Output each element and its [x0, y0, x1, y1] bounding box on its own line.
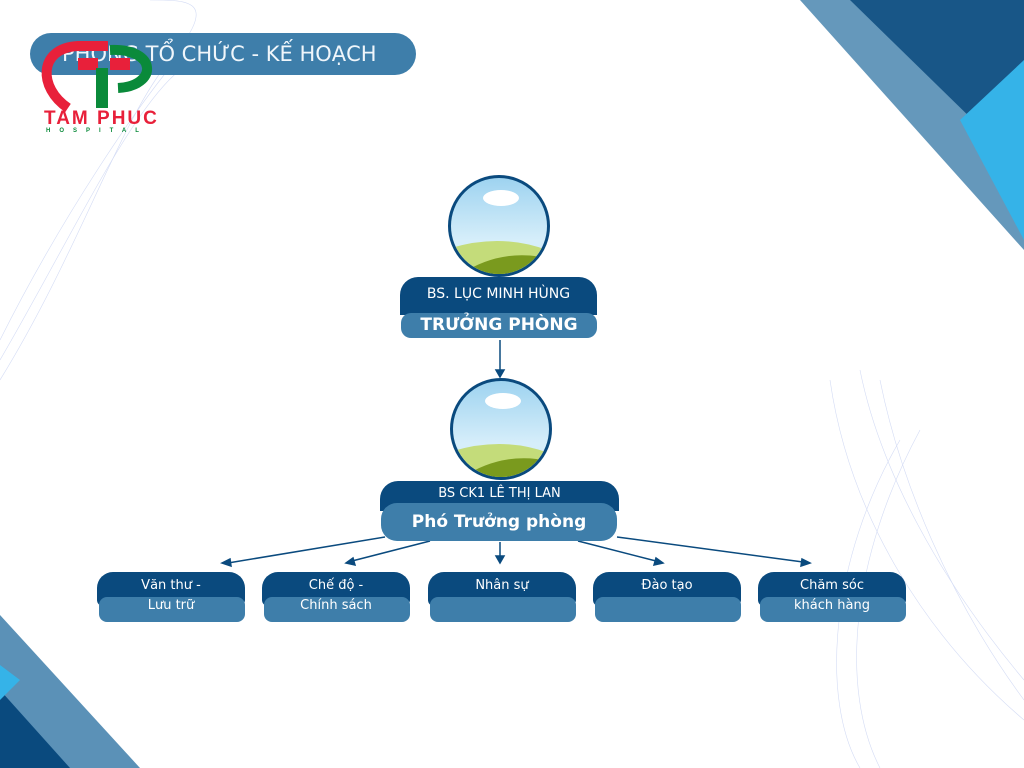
dept-van-thu: Văn thư - Lưu trữ — [97, 572, 245, 622]
dept-dao-tao: Đào tạo — [593, 572, 741, 622]
dept-label: Văn thư - — [141, 578, 201, 593]
deputy-avatar — [450, 378, 552, 480]
dept-che-do: Chế độ - Chính sách — [262, 572, 410, 622]
dept-label: Chính sách — [300, 598, 372, 613]
dept-nhan-su: Nhân sự — [428, 572, 576, 622]
head-name: BS. LỤC MINH HÙNG — [400, 277, 597, 315]
logo-subtitle: HOSPITAL — [46, 128, 148, 134]
head-role: TRƯỞNG PHÒNG — [401, 313, 597, 338]
dept-label: khách hàng — [794, 598, 870, 613]
dept-cham-soc: Chăm sóc khách hàng — [758, 572, 906, 622]
head-avatar — [448, 175, 550, 277]
dept-label: Đào tạo — [641, 578, 693, 593]
dept-label: Chăm sóc — [800, 578, 864, 593]
logo-name: TAM PHUC — [44, 108, 159, 129]
dept-label: Chế độ - — [308, 578, 364, 593]
deputy-role: Phó Trưởng phòng — [381, 503, 617, 541]
dept-label: Lưu trữ — [147, 598, 195, 613]
dept-label: Nhân sự — [475, 578, 529, 593]
hospital-logo — [41, 41, 152, 113]
